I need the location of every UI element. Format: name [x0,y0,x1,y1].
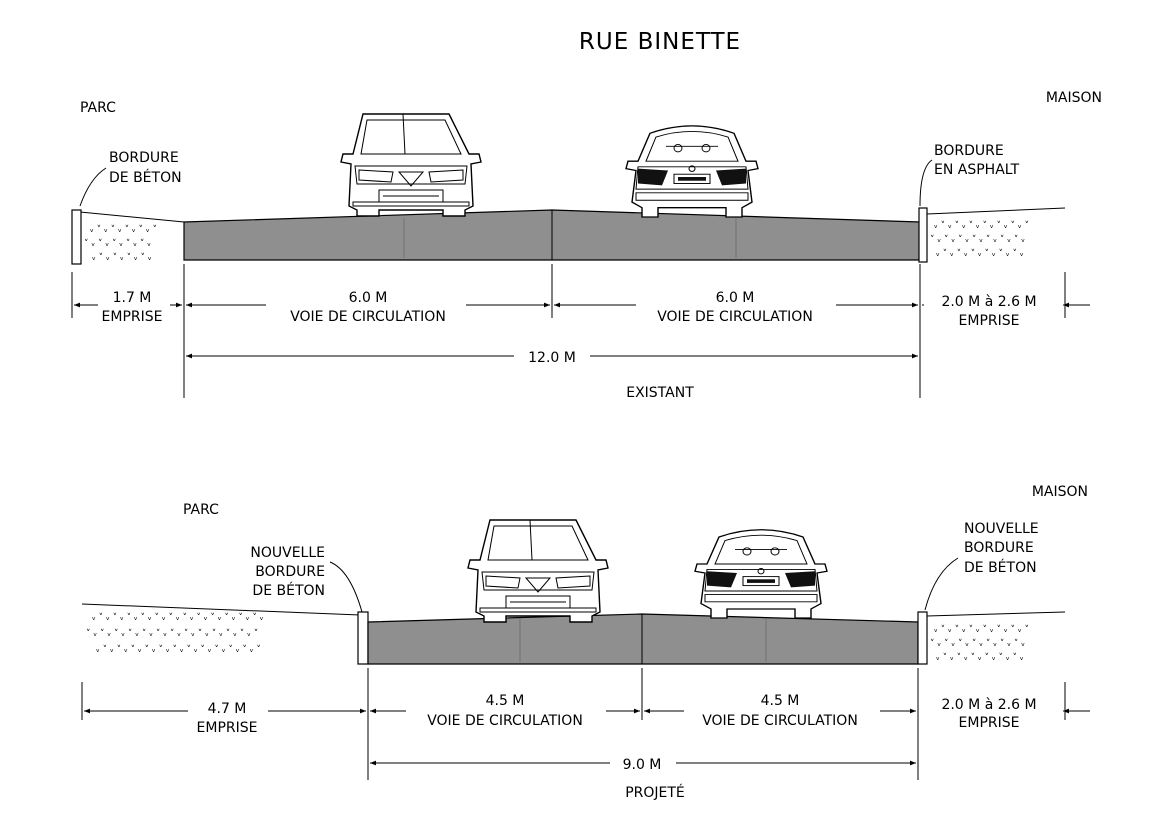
svg-text:˅ ᵥ ˅ ᵥ ˅ ᵥ ˅ ᵥ ˅ ᵥ: ˅ ᵥ ˅ ᵥ ˅ ᵥ ˅ ᵥ ˅ ᵥ [84,239,151,249]
existant-left-emprise-value: 1.7 M [113,290,152,306]
projete-right-curb [917,611,928,665]
projete-right-emprise-value: 2.0 M à 2.6 M [941,697,1036,713]
projete-lane-left-width: 4.5 M [486,693,525,709]
projete-roadway [367,613,919,665]
existant-right-emprise-label: EMPRISE [959,313,1020,329]
projete-right-soil: ᵥ ˅ ᵥ ˅ ᵥ ˅ ᵥ ˅ ᵥ ˅ ᵥ ˅ ᵥ ˅ ˅ ᵥ ˅ ᵥ ˅ ᵥ … [930,625,1029,663]
projete-section-label: PROJETÉ [625,784,685,801]
svg-text:ᵥ ˅ ᵥ ˅ ᵥ ˅ ᵥ ˅ ᵥ ˅: ᵥ ˅ ᵥ ˅ ᵥ ˅ ᵥ ˅ ᵥ ˅ [90,225,157,235]
svg-text:ᵥ ˅ ᵥ ˅ ᵥ ˅ ᵥ ˅ ᵥ ˅ ᵥ ˅ ᵥ ˅: ᵥ ˅ ᵥ ˅ ᵥ ˅ ᵥ ˅ ᵥ ˅ ᵥ ˅ ᵥ ˅ [934,221,1029,231]
svg-text:ᵥ ˅ ᵥ ˅ ᵥ ˅ ᵥ ˅ ᵥ ˅ ᵥ ˅ ᵥ ˅: ᵥ ˅ ᵥ ˅ ᵥ ˅ ᵥ ˅ ᵥ ˅ ᵥ ˅ ᵥ ˅ [934,625,1029,635]
drawing-title: RUE BINETTE [579,29,741,55]
svg-text:˅ ᵥ ˅ ᵥ ˅ ᵥ ˅ ᵥ ˅ ᵥ ˅ ᵥ ˅ ᵥ: ˅ ᵥ ˅ ᵥ ˅ ᵥ ˅ ᵥ ˅ ᵥ ˅ ᵥ ˅ ᵥ [930,639,1025,649]
projete-lane-right-label: VOIE DE CIRCULATION [702,713,858,729]
existant-lane-left-width: 6.0 M [349,290,388,306]
existant-left-curb-line2: DE BÉTON [109,169,182,186]
existant-lane-right-label: VOIE DE CIRCULATION [657,309,813,325]
svg-text:ᵥ ˅ ᵥ ˅ ᵥ ˅ ᵥ ˅ ᵥ ˅ ᵥ ˅ ᵥ: ᵥ ˅ ᵥ ˅ ᵥ ˅ ᵥ ˅ ᵥ ˅ ᵥ ˅ ᵥ [936,249,1024,259]
svg-text:ᵥ ˅ ᵥ ˅ ᵥ ˅ ᵥ ˅ ᵥ: ᵥ ˅ ᵥ ˅ ᵥ ˅ ᵥ ˅ ᵥ [92,253,152,263]
projete-maison-label: MAISON [1032,484,1088,500]
car-rear-icon [694,529,828,619]
projete-parc-label: PARC [183,502,219,518]
existant-right-emprise-value: 2.0 M à 2.6 M [941,294,1036,310]
existant-left-emprise-label: EMPRISE [102,309,163,325]
existant-total-width: 12.0 M [528,350,576,366]
existant-parc-label: PARC [80,100,116,116]
car-rear-icon [625,125,759,218]
projete-left-curb-line3: DE BÉTON [252,582,325,599]
existant-right-curb-line2: EN ASPHALT [934,162,1020,178]
projete-right-emprise-label: EMPRISE [959,715,1020,731]
existant-right-soil: ᵥ ˅ ᵥ ˅ ᵥ ˅ ᵥ ˅ ᵥ ˅ ᵥ ˅ ᵥ ˅ ˅ ᵥ ˅ ᵥ ˅ ᵥ … [930,221,1029,259]
svg-text:ᵥ ˅ ᵥ ˅ ᵥ ˅ ᵥ ˅ ᵥ ˅ ᵥ ˅ ᵥ ˅ ᵥ: ᵥ ˅ ᵥ ˅ ᵥ ˅ ᵥ ˅ ᵥ ˅ ᵥ ˅ ᵥ ˅ ᵥ ˅ ᵥ ˅ ᵥ ˅ … [96,645,261,655]
projete-right-curb-line1: NOUVELLE [964,521,1039,537]
existant-section-label: EXISTANT [626,385,694,401]
projete-lane-right-width: 4.5 M [761,693,800,709]
projete-left-emprise-label: EMPRISE [197,720,258,736]
projete-left-curb-line2: BORDURE [255,564,325,580]
existant-left-curb [71,209,82,265]
existant-right-curb-line1: BORDURE [934,143,1004,159]
svg-text:ᵥ ˅ ᵥ ˅ ᵥ ˅ ᵥ ˅ ᵥ ˅ ᵥ ˅ ᵥ ˅ ᵥ: ᵥ ˅ ᵥ ˅ ᵥ ˅ ᵥ ˅ ᵥ ˅ ᵥ ˅ ᵥ ˅ ᵥ ˅ ᵥ ˅ ᵥ ˅ … [92,613,264,623]
car-front-icon [467,519,609,623]
projete-left-emprise-value: 4.7 M [208,701,247,717]
projete-left-curb [357,611,369,665]
projete-left-soil: ᵥ ˅ ᵥ ˅ ᵥ ˅ ᵥ ˅ ᵥ ˅ ᵥ ˅ ᵥ ˅ ᵥ ˅ ᵥ ˅ ᵥ ˅ … [86,613,264,655]
existant-left-curb-line1: BORDURE [109,150,179,166]
existant-maison-label: MAISON [1046,90,1102,106]
existant-lane-left-label: VOIE DE CIRCULATION [290,309,446,325]
car-front-icon [340,113,482,217]
existant-section: PARC MAISON BORDURE DE BÉTON BORDURE EN … [71,90,1102,401]
svg-text:ᵥ ˅ ᵥ ˅ ᵥ ˅ ᵥ ˅ ᵥ ˅ ᵥ ˅ ᵥ: ᵥ ˅ ᵥ ˅ ᵥ ˅ ᵥ ˅ ᵥ ˅ ᵥ ˅ ᵥ [936,653,1024,663]
projete-lane-left-label: VOIE DE CIRCULATION [427,713,583,729]
projete-right-curb-line2: BORDURE [964,540,1034,556]
svg-text:˅ ᵥ ˅ ᵥ ˅ ᵥ ˅ ᵥ ˅ ᵥ ˅ ᵥ ˅ ᵥ ˅: ˅ ᵥ ˅ ᵥ ˅ ᵥ ˅ ᵥ ˅ ᵥ ˅ ᵥ ˅ ᵥ ˅ ᵥ ˅ ᵥ ˅ ᵥ … [86,629,258,639]
existant-lane-right-width: 6.0 M [716,290,755,306]
svg-text:˅ ᵥ ˅ ᵥ ˅ ᵥ ˅ ᵥ ˅ ᵥ ˅ ᵥ ˅ ᵥ: ˅ ᵥ ˅ ᵥ ˅ ᵥ ˅ ᵥ ˅ ᵥ ˅ ᵥ ˅ ᵥ [930,235,1025,245]
existant-right-curb [918,207,928,263]
projete-left-curb-line1: NOUVELLE [250,545,325,561]
projete-section: PARC MAISON NOUVELLE BORDURE DE BÉTON NO… [81,484,1090,801]
projete-right-curb-line3: DE BÉTON [964,559,1037,576]
existant-left-soil: ᵥ ˅ ᵥ ˅ ᵥ ˅ ᵥ ˅ ᵥ ˅ ˅ ᵥ ˅ ᵥ ˅ ᵥ ˅ ᵥ ˅ ᵥ … [84,225,157,263]
projete-total-width: 9.0 M [623,757,662,773]
